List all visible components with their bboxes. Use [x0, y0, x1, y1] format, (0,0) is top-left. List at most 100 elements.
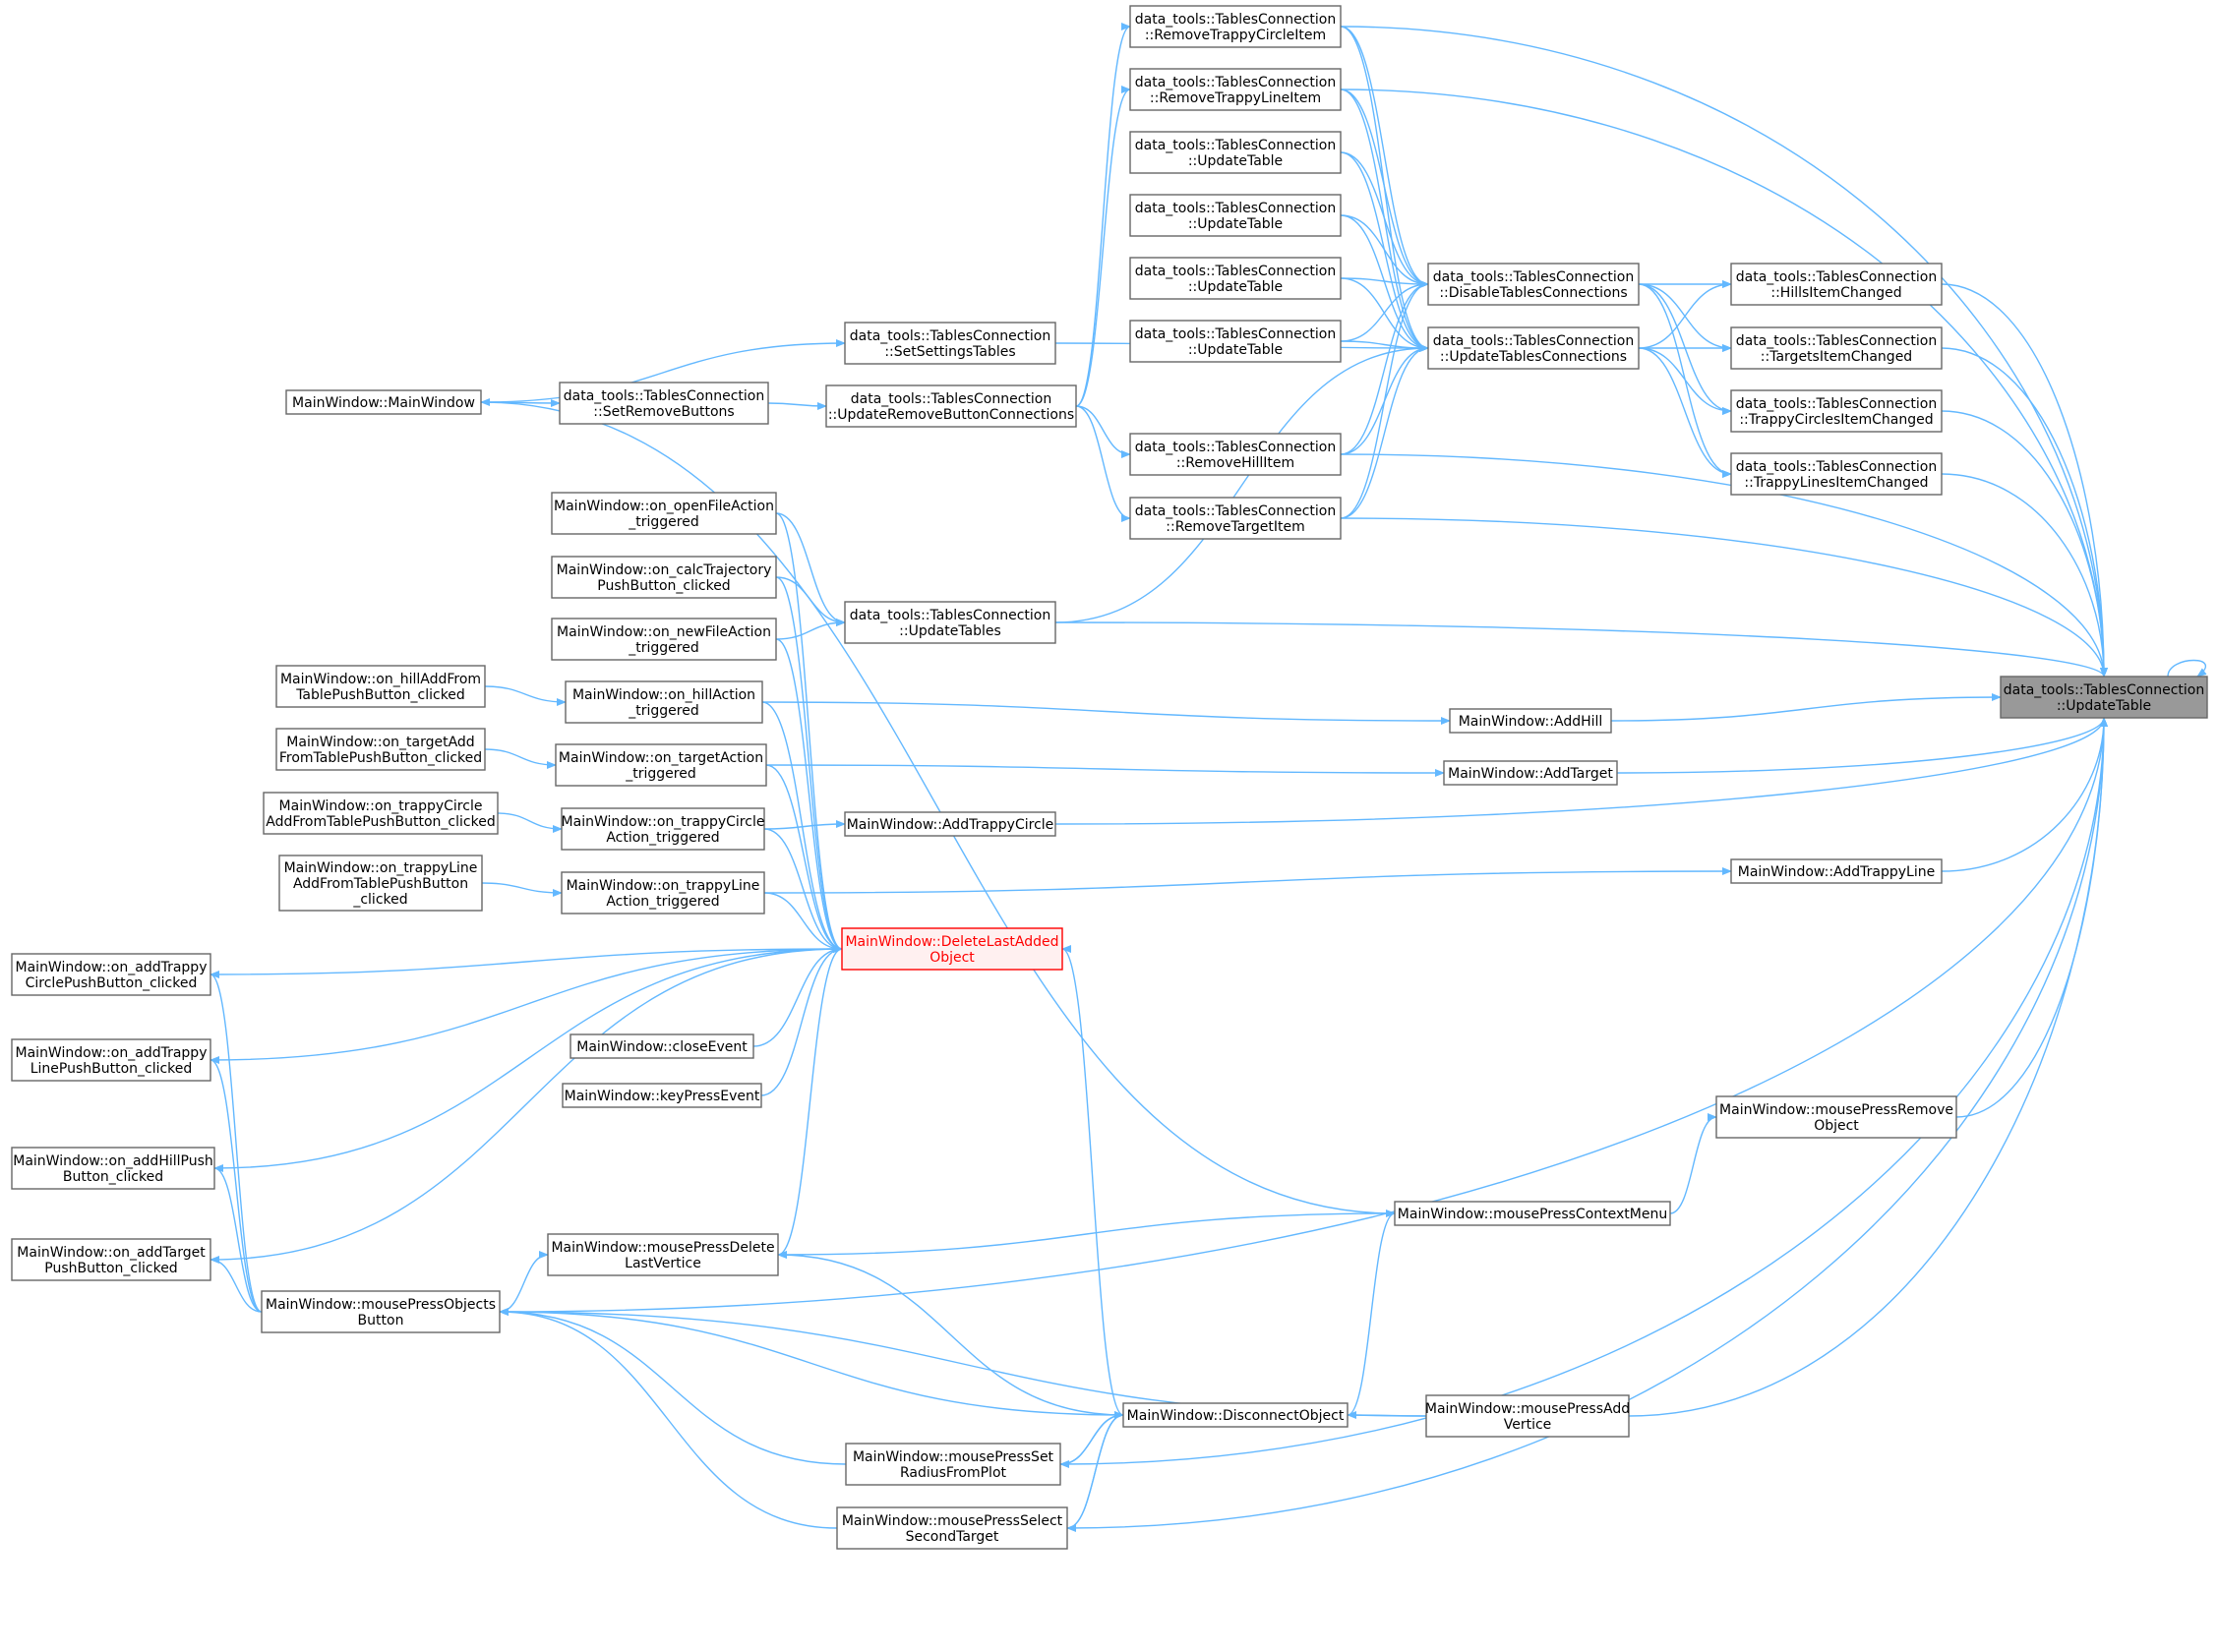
call-edge	[1628, 717, 2108, 1417]
call-edge	[210, 971, 263, 1313]
call-edge	[1054, 717, 2108, 825]
call-edge	[763, 867, 1732, 894]
function-node-label: MainWindow::closeEvent	[576, 1039, 748, 1055]
function-node-label: Action_triggered	[606, 894, 719, 910]
function-node[interactable]: MainWindow::on_hillAddFromTablePushButto…	[275, 665, 486, 708]
function-node-label: ::UpdateTable	[1188, 216, 1283, 232]
function-node[interactable]: MainWindow::closeEvent	[569, 1033, 754, 1059]
function-node-label: data_tools::TablesConnection	[850, 328, 1050, 344]
call-edge	[1340, 517, 2108, 678]
function-node[interactable]: MainWindow::on_trappyLineAction_triggere…	[561, 871, 765, 914]
function-node-box	[275, 665, 486, 708]
function-node[interactable]: MainWindow::keyPressEvent	[562, 1083, 762, 1108]
function-node[interactable]: data_tools::TablesConnection::UpdateTabl…	[1129, 131, 1342, 174]
call-edge	[499, 1308, 1124, 1416]
function-node[interactable]: MainWindow::on_trappyCircleAddFromTableP…	[263, 792, 499, 835]
call-edge	[765, 764, 843, 953]
function-node[interactable]: MainWindow::on_targetAddFromTablePushBut…	[275, 728, 486, 771]
function-node-label: PushButton_clicked	[597, 578, 730, 594]
function-node[interactable]: data_tools::TablesConnection::UpdateRemo…	[825, 384, 1077, 428]
function-node[interactable]: MainWindow::on_newFileAction_triggered	[551, 618, 777, 661]
function-node[interactable]: data_tools::TablesConnection::HillsItemC…	[1730, 263, 1943, 306]
call-edge	[1059, 717, 2108, 1465]
function-node-label: data_tools::TablesConnection	[564, 388, 764, 404]
function-node-label: FromTablePushButton_clicked	[279, 750, 482, 766]
function-node[interactable]: data_tools::TablesConnection::TrappyCirc…	[1730, 389, 1943, 433]
function-node[interactable]: MainWindow::on_addTrappyCirclePushButton…	[11, 953, 211, 996]
function-node[interactable]: data_tools::TablesConnection::UpdateTabl…	[1129, 320, 1342, 363]
function-node[interactable]: data_tools::TablesConnection::RemoveTarg…	[1129, 497, 1342, 540]
function-node[interactable]: MainWindow::on_calcTrajectoryPushButton_…	[551, 556, 777, 599]
function-node[interactable]: MainWindow::AddHill	[1449, 708, 1612, 734]
function-node[interactable]: data_tools::TablesConnection::RemoveHill…	[1129, 433, 1342, 476]
function-node-label: data_tools::TablesConnection	[1135, 440, 1336, 455]
function-node[interactable]: data_tools::TablesConnection::TargetsIte…	[1730, 326, 1943, 370]
call-edge	[1054, 621, 2108, 678]
call-edge	[1941, 347, 2108, 678]
call-edge	[1638, 347, 1732, 415]
call-edge	[481, 882, 563, 897]
call-edge	[760, 945, 843, 1096]
function-node-label: ::SetSettingsTables	[884, 344, 1015, 360]
call-edge	[210, 945, 843, 975]
call-edge	[1941, 283, 2108, 678]
function-node[interactable]: MainWindow::mousePressContextMenu	[1394, 1201, 1671, 1226]
function-node-label: MainWindow::mousePressRemove	[1719, 1102, 1953, 1118]
function-node-box	[1122, 1402, 1349, 1428]
function-node[interactable]: MainWindow::DisconnectObject	[1122, 1402, 1349, 1428]
function-node-box	[844, 601, 1056, 644]
function-node[interactable]: data_tools::TablesConnection::TrappyLine…	[1730, 452, 1943, 496]
function-node[interactable]: MainWindow::on_targetAction_triggered	[555, 743, 767, 787]
function-node[interactable]: MainWindow::AddTrappyCircle	[844, 811, 1056, 837]
function-node-label: MainWindow::AddTarget	[1448, 766, 1613, 782]
function-node[interactable]: data_tools::TablesConnection::UpdateTabl…	[2000, 676, 2208, 719]
function-node[interactable]: MainWindow::on_trappyLineAddFromTablePus…	[278, 855, 483, 912]
function-node[interactable]: MainWindow::on_hillAction_triggered	[565, 680, 763, 724]
function-node-label: data_tools::TablesConnection	[2004, 682, 2204, 698]
function-node-label: ::SetRemoveButtons	[593, 404, 734, 420]
function-node[interactable]: data_tools::TablesConnection::UpdateTabl…	[844, 601, 1056, 644]
function-node[interactable]: MainWindow::on_addTrappyLinePushButton_c…	[11, 1038, 211, 1082]
function-node-box	[1129, 68, 1342, 111]
call-edge	[1059, 1411, 1124, 1465]
function-node-label: MainWindow::AddTrappyLine	[1738, 864, 1935, 880]
call-edge	[499, 1251, 549, 1313]
call-edge	[480, 339, 846, 403]
function-node[interactable]: data_tools::TablesConnection::SetRemoveB…	[559, 382, 769, 425]
function-node[interactable]: data_tools::TablesConnection::UpdateTabl…	[1427, 326, 1640, 370]
function-node-label: ::HillsItemChanged	[1770, 285, 1901, 301]
call-edge	[1610, 693, 2002, 722]
function-node-box	[1129, 320, 1342, 363]
function-node[interactable]: data_tools::TablesConnection::UpdateTabl…	[1129, 194, 1342, 237]
function-node[interactable]: MainWindow::on_openFileAction_triggered	[551, 492, 777, 535]
call-edge	[1075, 23, 1131, 407]
function-node[interactable]: data_tools::TablesConnection::SetSetting…	[844, 322, 1056, 365]
function-node-label: ::DisableTablesConnections	[1439, 285, 1627, 301]
call-edge	[1075, 405, 1131, 458]
function-node[interactable]: MainWindow::AddTarget	[1443, 760, 1618, 786]
function-node-label: Vertice	[1504, 1417, 1552, 1433]
call-edge	[1075, 86, 1131, 407]
function-node-label: data_tools::TablesConnection	[1135, 138, 1336, 153]
function-node[interactable]: MainWindow::on_trappyCircleAction_trigge…	[561, 807, 765, 851]
function-node[interactable]: MainWindow::MainWindow	[285, 389, 482, 415]
function-node[interactable]: data_tools::TablesConnection::DisableTab…	[1427, 263, 1640, 306]
function-node[interactable]: data_tools::TablesConnection::RemoveTrap…	[1129, 68, 1342, 111]
function-node[interactable]: data_tools::TablesConnection::UpdateTabl…	[1129, 257, 1342, 300]
function-node[interactable]: data_tools::TablesConnection::RemoveTrap…	[1129, 5, 1342, 48]
function-node[interactable]: MainWindow::AddTrappyLine	[1730, 858, 1943, 884]
call-edge	[1941, 717, 2108, 872]
call-edge	[1340, 26, 2108, 678]
call-edge	[777, 1251, 1124, 1416]
function-node[interactable]: MainWindow::on_addTargetPushButton_click…	[11, 1238, 211, 1281]
function-node-box	[569, 1033, 754, 1059]
